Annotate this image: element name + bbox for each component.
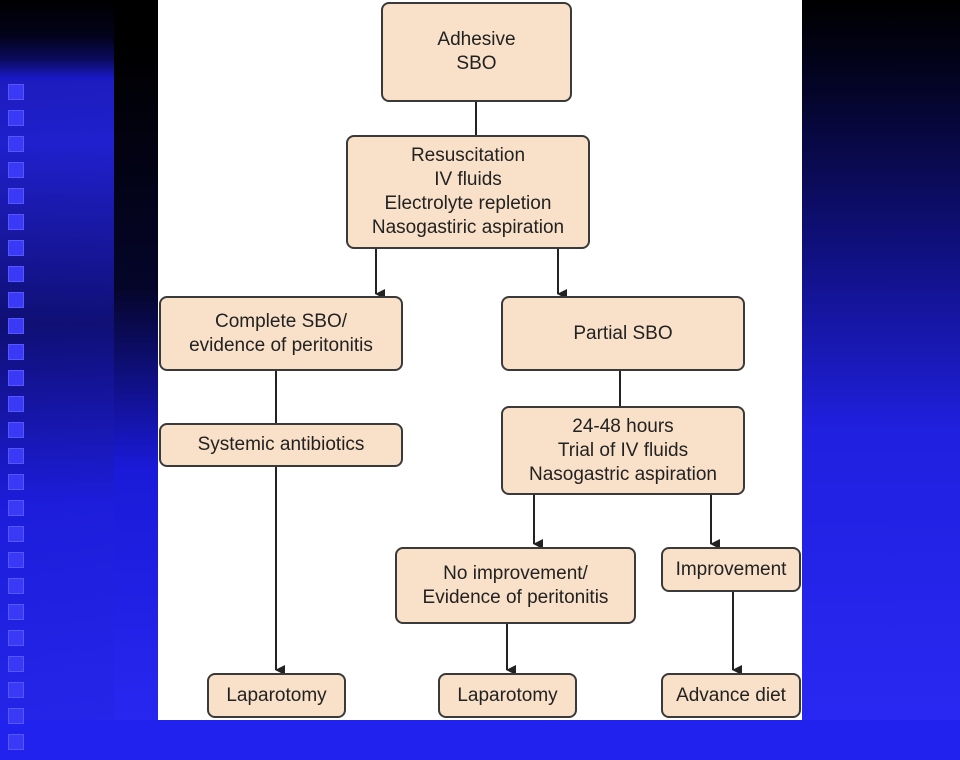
node-line: Complete SBO/ bbox=[215, 310, 347, 332]
node-improvement: Improvement bbox=[661, 547, 801, 592]
node-laparotomy-mid: Laparotomy bbox=[438, 673, 577, 718]
node-complete-sbo: Complete SBO/ evidence of peritonitis bbox=[159, 296, 403, 371]
node-line: Trial of IV fluids bbox=[557, 439, 689, 461]
node-systemic-antibiotics: Systemic antibiotics bbox=[159, 423, 403, 467]
flowchart-connectors bbox=[275, 102, 742, 675]
node-line: Electrolyte repletion bbox=[384, 193, 552, 214]
node-partial-sbo: Partial SBO bbox=[501, 296, 745, 371]
node-line: SBO bbox=[456, 53, 497, 74]
node-no-improvement: No improvement/ Evidence of peritonitis bbox=[395, 547, 636, 624]
node-line: 24-48 hours bbox=[572, 415, 674, 437]
slide-background-right bbox=[802, 0, 960, 720]
node-advance-diet: Advance diet bbox=[661, 673, 801, 718]
node-resuscitation: Resuscitation IV fluids Electrolyte repl… bbox=[346, 135, 590, 249]
node-line: Nasogastric aspiration bbox=[529, 463, 717, 485]
node-adhesive-sbo: Adhesive SBO bbox=[381, 2, 572, 102]
node-line: Laparotomy bbox=[457, 684, 558, 706]
node-line: Improvement bbox=[675, 558, 787, 580]
node-laparotomy-left: Laparotomy bbox=[207, 673, 346, 718]
slide-background-band bbox=[114, 0, 158, 720]
node-line: Partial SBO bbox=[573, 322, 673, 344]
node-line: IV fluids bbox=[434, 169, 502, 190]
node-line: Adhesive bbox=[437, 29, 516, 50]
node-line: evidence of peritonitis bbox=[189, 334, 373, 356]
node-line: Advance diet bbox=[676, 684, 786, 706]
node-line: Systemic antibiotics bbox=[197, 434, 365, 455]
node-line: No improvement/ bbox=[443, 562, 588, 584]
node-line: Laparotomy bbox=[226, 684, 327, 706]
node-line: Resuscitation bbox=[410, 145, 526, 166]
node-line: Nasogastiric aspiration bbox=[371, 217, 565, 238]
node-line: Evidence of peritonitis bbox=[422, 586, 609, 608]
node-trial: 24-48 hours Trial of IV fluids Nasogastr… bbox=[501, 406, 745, 495]
